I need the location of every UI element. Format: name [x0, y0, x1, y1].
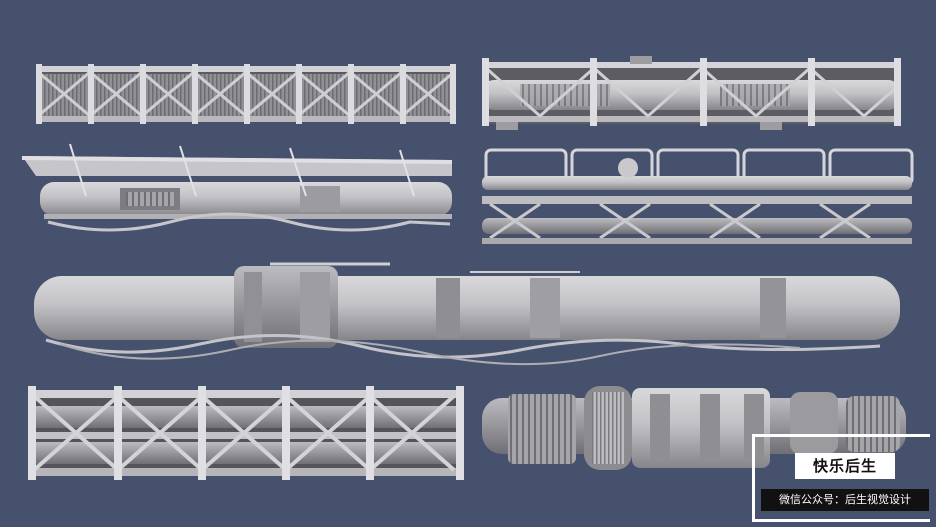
pipe-walkway-module-mid-left: [22, 143, 452, 232]
watermark-title: 快乐后生: [795, 453, 895, 479]
truss-module-top-left: [36, 64, 456, 124]
watermark-frame: 快乐后生 微信公众号：后生视觉设计: [752, 434, 930, 522]
reactor-cylinder-module-bottom-right: [482, 386, 906, 470]
long-central-pipe: [34, 262, 900, 366]
watermark-subtitle: 微信公众号：后生视觉设计: [761, 489, 929, 511]
railing-pipe-rack-mid-right: [482, 148, 914, 244]
heavy-truss-module-bottom-left: [28, 386, 464, 480]
truss-module-top-right: [482, 56, 901, 130]
